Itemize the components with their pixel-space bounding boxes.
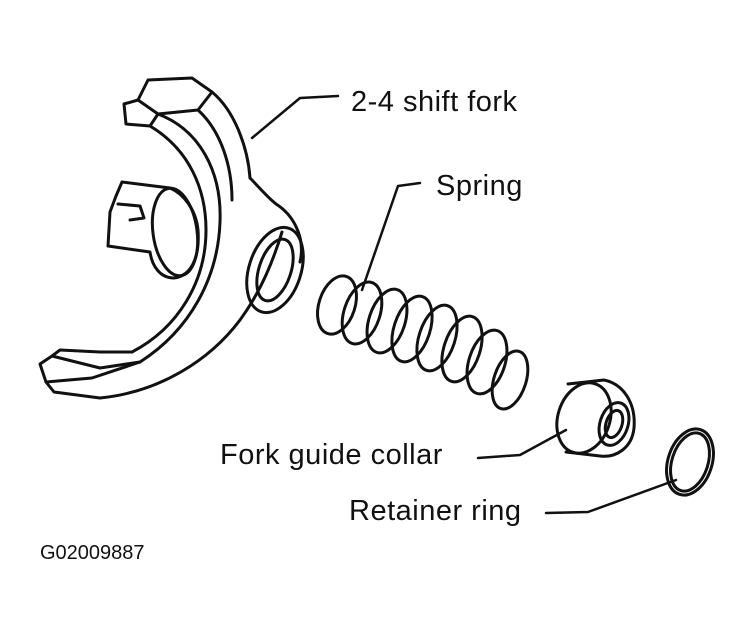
label-fork-guide-collar: Fork guide collar [220, 439, 443, 471]
spring [316, 274, 530, 411]
leader-shift-fork [250, 94, 340, 140]
label-retainer-ring: Retainer ring [349, 495, 522, 527]
fork-guide-collar [555, 378, 636, 458]
label-spring: Spring [436, 170, 523, 202]
retainer-ring [665, 427, 715, 497]
figure-id: G02009887 [40, 542, 145, 564]
shift-fork [38, 76, 305, 400]
leader-spring [360, 181, 422, 292]
leader-lines [250, 94, 678, 515]
label-2-4-shift-fork: 2-4 shift fork [351, 86, 518, 118]
leader-retainer-ring [544, 478, 678, 515]
leader-fork-guide-collar [476, 428, 568, 460]
